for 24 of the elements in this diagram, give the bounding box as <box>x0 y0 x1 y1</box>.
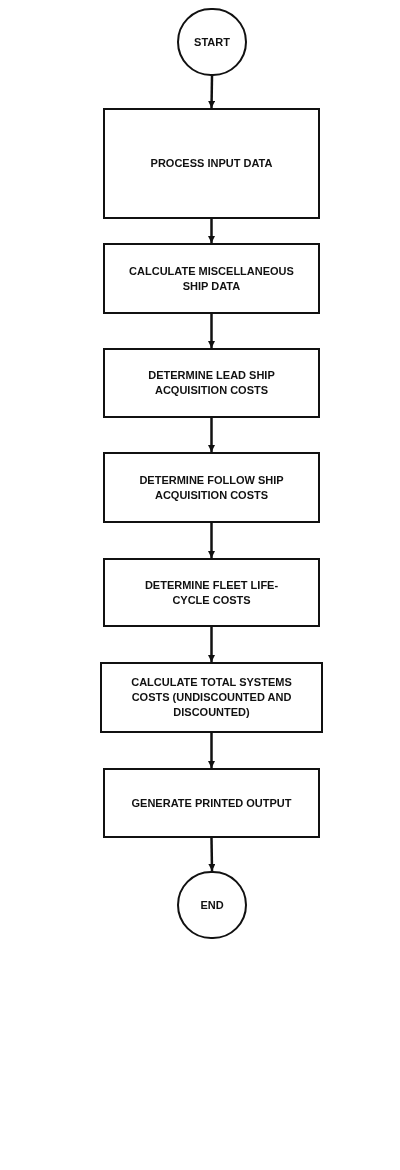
node-label: CALCULATE TOTAL SYSTEMS COSTS (UNDISCOUNTED AND DISCOUNTED) <box>130 675 293 720</box>
node-label: END <box>200 897 224 913</box>
arrow <box>208 733 215 768</box>
process-box <box>103 558 320 627</box>
arrow <box>208 523 215 558</box>
process-box <box>103 452 320 523</box>
process-box <box>103 108 320 219</box>
node-label: CALCULATE MISCELLANEOUS SHIP DATA <box>129 263 294 294</box>
process-box <box>103 348 320 418</box>
node-label: DETERMINE LEAD SHIP ACQUISITION COSTS <box>147 368 276 398</box>
arrow <box>208 219 215 243</box>
arrow <box>208 627 215 662</box>
arrow <box>208 314 215 348</box>
arrow <box>208 838 216 871</box>
node-label: PROCESS INPUT DATA <box>150 156 273 171</box>
arrow <box>208 418 215 452</box>
node-label: GENERATE PRINTED OUTPUT <box>131 795 292 811</box>
process-box <box>103 768 320 838</box>
node-label: START <box>194 34 230 50</box>
process-box <box>103 243 320 314</box>
node-label: DETERMINE FLEET LIFE-CYCLE COSTS <box>143 577 280 608</box>
node-label: DETERMINE FOLLOW SHIP ACQUISITION COSTS <box>138 472 285 503</box>
process-box <box>100 662 323 733</box>
arrow <box>208 75 216 109</box>
